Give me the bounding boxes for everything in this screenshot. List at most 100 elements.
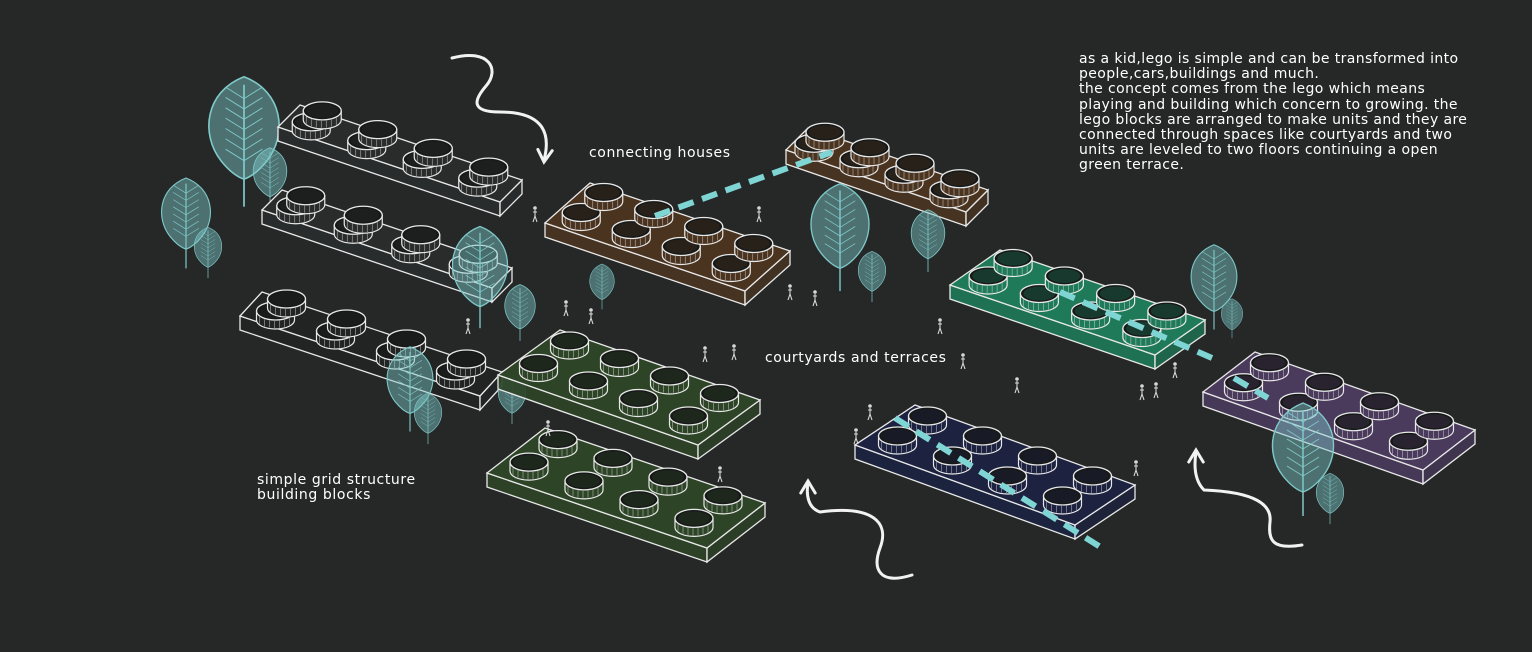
person-head <box>1173 362 1177 366</box>
leaf-tree-icon <box>413 392 443 445</box>
person-head <box>1140 384 1144 388</box>
tree-vein <box>479 274 495 285</box>
tree-vein <box>1213 284 1227 294</box>
tree-vein <box>1231 301 1238 306</box>
stud <box>1414 411 1455 440</box>
tree-vein <box>1226 301 1233 306</box>
stud <box>699 383 740 413</box>
stud-highlight <box>361 122 394 137</box>
tree-vein <box>243 107 263 120</box>
tree-vein <box>397 359 411 369</box>
tree-vein <box>465 274 481 285</box>
tree-vein <box>864 259 873 265</box>
tree-vein <box>839 191 856 203</box>
block-teal <box>948 248 1207 371</box>
tree-vein <box>173 206 187 216</box>
stud-highlight <box>622 391 655 406</box>
stud-highlight <box>991 469 1024 483</box>
tree-vein <box>919 224 929 231</box>
tree-vein <box>185 199 199 208</box>
stud <box>850 138 890 167</box>
tree-vein <box>1322 493 1331 499</box>
label-grid-line2: building blocks <box>257 487 371 503</box>
tree-vein <box>261 167 271 174</box>
stud-top <box>1388 431 1429 451</box>
tree-vein <box>207 231 216 236</box>
tree-vein <box>1231 308 1238 312</box>
stud-top <box>962 426 1003 446</box>
person-head <box>1154 382 1158 386</box>
tree-vein <box>511 297 521 304</box>
stud <box>266 289 307 318</box>
stud-highlight <box>899 156 931 171</box>
stud <box>1388 431 1429 460</box>
tree-vein <box>595 267 603 272</box>
tree-vein <box>269 167 279 174</box>
stud-top <box>413 138 453 159</box>
stud-highlight <box>587 185 620 200</box>
stud-top <box>850 138 890 158</box>
tree-vein <box>427 421 436 427</box>
stud-highlight <box>715 256 748 271</box>
stud <box>619 489 659 519</box>
stud <box>549 331 590 360</box>
stud-highlight <box>462 247 495 262</box>
curved-arrow-icon <box>450 54 554 165</box>
stud-top <box>895 153 935 173</box>
stud <box>1304 372 1345 401</box>
stud-top <box>668 406 709 426</box>
stud-highlight <box>615 222 648 237</box>
tree-vein <box>1286 447 1304 459</box>
tree-vein <box>595 278 603 283</box>
tree-vein <box>479 242 495 253</box>
person-figure-icon <box>717 466 723 483</box>
tree-vein <box>200 247 209 253</box>
stud-top <box>401 225 441 245</box>
tree-vein <box>225 86 245 99</box>
stud-top <box>649 366 690 386</box>
tree-vein <box>871 275 880 281</box>
stud-top <box>619 489 659 510</box>
tree-vein <box>595 274 603 279</box>
tree-vein <box>595 289 603 294</box>
stud <box>518 353 559 383</box>
stud-highlight <box>472 160 505 175</box>
stud-top <box>599 348 640 369</box>
person-head <box>854 428 858 432</box>
tree-vein <box>927 214 937 221</box>
tree-vein <box>261 162 271 169</box>
person-head <box>1134 460 1138 464</box>
tree-vein <box>927 239 937 246</box>
tree-vein <box>511 288 521 295</box>
person-head <box>703 346 707 350</box>
stud-highlight <box>703 386 736 401</box>
person-head <box>788 284 792 288</box>
arrow-head <box>799 478 817 495</box>
person-body <box>937 322 943 335</box>
leaf-tree-icon <box>589 263 615 310</box>
tree-vein <box>465 266 481 277</box>
description-line: connected through spaces like courtyards… <box>1079 127 1453 144</box>
tree-vein <box>864 267 873 273</box>
tree-vein <box>173 213 187 223</box>
stud-highlight <box>653 369 686 383</box>
tree-vein <box>864 279 873 285</box>
tree-vein <box>1226 317 1233 322</box>
stud <box>302 101 342 130</box>
person-figure-icon <box>853 428 859 445</box>
tree-vein <box>919 214 929 221</box>
stud-top <box>877 426 918 446</box>
tree-vein <box>207 243 216 249</box>
tree-vein <box>1286 465 1304 477</box>
tree-vein <box>519 293 529 299</box>
stud-top <box>549 331 590 351</box>
person-head <box>564 300 568 304</box>
stud-top <box>703 486 743 506</box>
stud-highlight <box>707 488 739 503</box>
tree-vein <box>207 239 216 245</box>
stud-highlight <box>1282 395 1315 410</box>
tree-vein <box>1286 420 1304 432</box>
tree-vein <box>864 263 873 269</box>
